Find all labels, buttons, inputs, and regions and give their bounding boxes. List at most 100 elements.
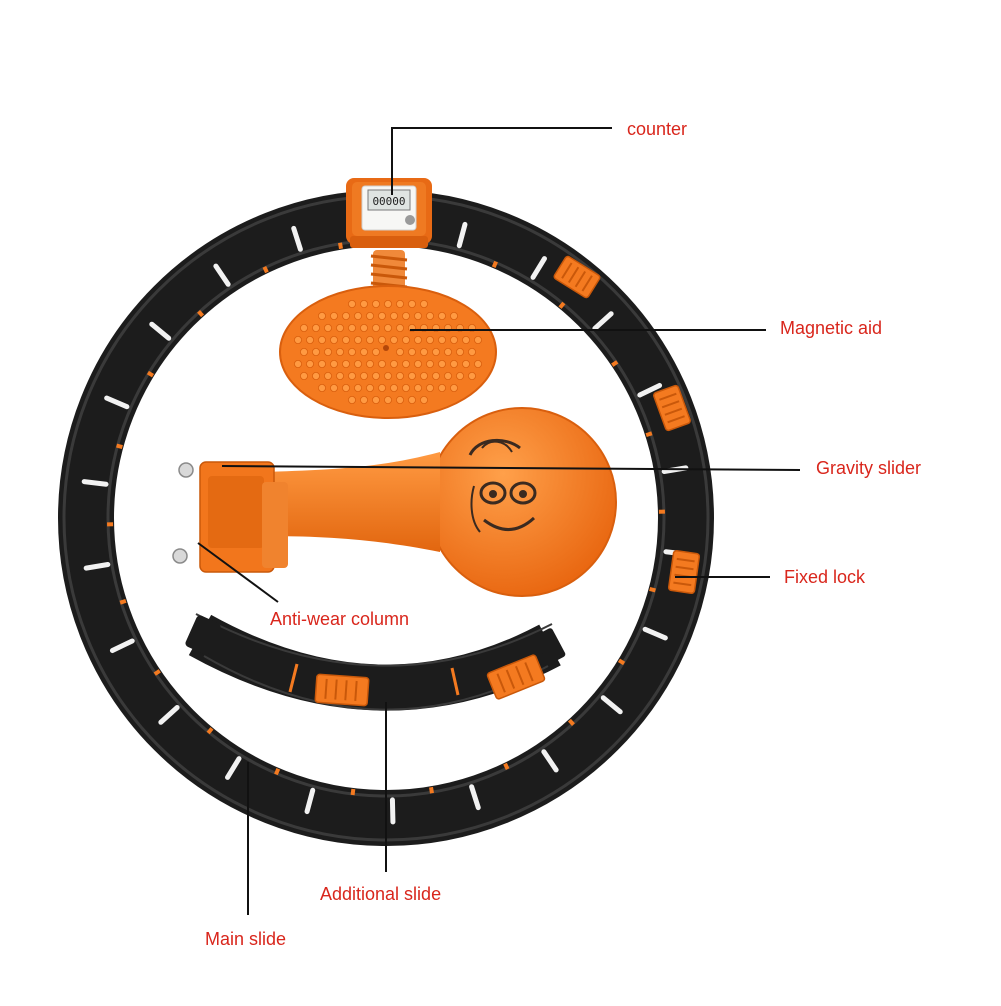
magnetic-bump (300, 324, 307, 331)
magnetic-bump (360, 324, 367, 331)
magnetic-bump (432, 348, 439, 355)
magnetic-bump (426, 360, 433, 367)
magnetic-bump (372, 324, 379, 331)
magnetic-bump (360, 348, 367, 355)
magnetic-bump (330, 384, 337, 391)
magnetic-bump (324, 324, 331, 331)
label-magnetic-aid: Magnetic aid (780, 318, 882, 338)
magnetic-bump (426, 384, 433, 391)
magnetic-bump (396, 348, 403, 355)
magnetic-bump (330, 360, 337, 367)
magnetic-bump (396, 396, 403, 403)
magnetic-bump (360, 372, 367, 379)
magnetic-bump (414, 312, 421, 319)
magnetic-bump (444, 372, 451, 379)
magnetic-bump (366, 312, 373, 319)
magnetic-bump (462, 336, 469, 343)
magnetic-bump (408, 348, 415, 355)
magnetic-bump (456, 348, 463, 355)
ring-joint (148, 373, 153, 376)
magnetic-bump (396, 372, 403, 379)
ring-joint (431, 787, 432, 793)
label-anti-wear-column: Anti-wear column (270, 609, 409, 629)
magnetic-bump (384, 372, 391, 379)
magnetic-bump (336, 348, 343, 355)
magnetic-bump (450, 312, 457, 319)
magnetic-bump (414, 384, 421, 391)
magnetic-bump (342, 360, 349, 367)
magnetic-bump (420, 300, 427, 307)
magnetic-bump (384, 300, 391, 307)
magnetic-bump (312, 324, 319, 331)
magnetic-bump (426, 336, 433, 343)
magnetic-bump (360, 300, 367, 307)
magnetic-bump (372, 300, 379, 307)
magnetic-bump (324, 348, 331, 355)
magnetic-bump (354, 360, 361, 367)
ring-joint (340, 243, 341, 249)
magnetic-bump (354, 312, 361, 319)
magnetic-bump (438, 336, 445, 343)
magnetic-bump (432, 372, 439, 379)
magnetic-bump (468, 348, 475, 355)
magnetic-bump (300, 348, 307, 355)
magnetic-bump (330, 336, 337, 343)
ring-joint (120, 601, 126, 603)
magnetic-bump (450, 336, 457, 343)
magnetic-bump (474, 336, 481, 343)
magnetic-bump (390, 336, 397, 343)
magnetic-bump (408, 372, 415, 379)
additional-slide-lock-1 (315, 674, 369, 706)
magnetic-bump (450, 360, 457, 367)
magnetic-bump (306, 336, 313, 343)
magnetic-bump (390, 384, 397, 391)
magnetic-bump (348, 348, 355, 355)
ring-joint (264, 267, 267, 272)
ring-slot (392, 800, 393, 822)
magnetic-bump (366, 336, 373, 343)
magnetic-bump (402, 336, 409, 343)
magnetic-bump (378, 336, 385, 343)
magnetic-bump (372, 372, 379, 379)
magnetic-bump (438, 384, 445, 391)
magnetic-bump (384, 396, 391, 403)
ring-joint (612, 362, 617, 365)
ring-slot (84, 482, 106, 485)
magnetic-bump (372, 396, 379, 403)
ring-joint (619, 660, 624, 663)
magnetic-bump (342, 384, 349, 391)
magnetic-bump (354, 336, 361, 343)
magnetic-bump (474, 360, 481, 367)
magnetic-bump (294, 336, 301, 343)
magnetic-bump (342, 312, 349, 319)
ring-joint (650, 589, 656, 591)
magnetic-bump (462, 360, 469, 367)
anti-wear-screw-top (179, 463, 193, 477)
label-main-slide: Main slide (205, 929, 286, 949)
magnetic-bump (426, 312, 433, 319)
anti-wear-screw-bottom (173, 549, 187, 563)
ring-joint (646, 433, 652, 435)
magnetic-bump (372, 348, 379, 355)
magnetic-bump (444, 348, 451, 355)
magnetic-bump (408, 396, 415, 403)
counter-display-text: 00000 (372, 195, 405, 208)
magnetic-bump (402, 384, 409, 391)
magnetic-bump (318, 312, 325, 319)
magnetic-aid (280, 286, 496, 418)
magnetic-bump (366, 384, 373, 391)
magnetic-bump (342, 336, 349, 343)
magnetic-bump (414, 336, 421, 343)
magnetic-bump (294, 360, 301, 367)
magnetic-bump (408, 300, 415, 307)
magnetic-bump (390, 360, 397, 367)
magnetic-bump (348, 300, 355, 307)
magnetic-bump (456, 372, 463, 379)
magnetic-bump (348, 372, 355, 379)
magnetic-bump (468, 372, 475, 379)
magnetic-bump (300, 372, 307, 379)
magnetic-bump (360, 396, 367, 403)
magnetic-bump (384, 324, 391, 331)
label-fixed-lock: Fixed lock (784, 567, 865, 587)
